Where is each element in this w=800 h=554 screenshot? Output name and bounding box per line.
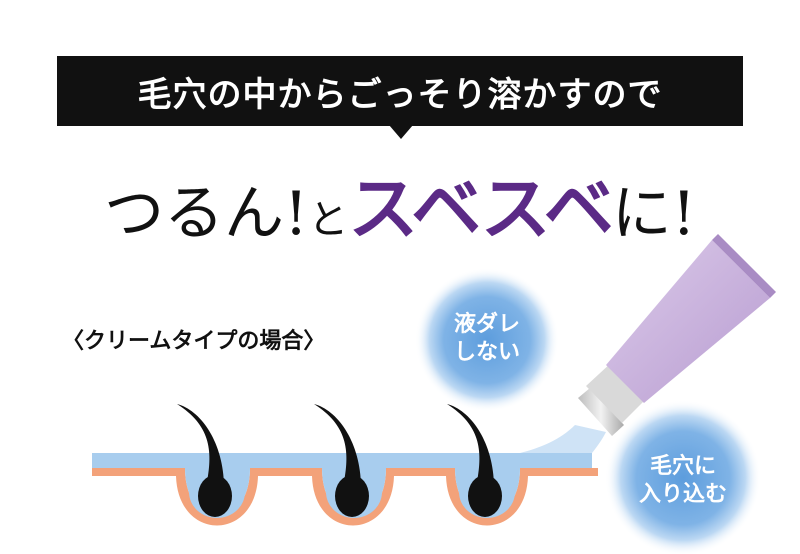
headline-part-ni: に! bbox=[611, 179, 696, 249]
banner-text: 毛穴の中からごっそり溶かすので bbox=[137, 74, 663, 115]
bubble-penetrates-line1: 毛穴に bbox=[649, 454, 716, 479]
skin-cross-section-illustration bbox=[92, 234, 776, 554]
bubble-no-drip bbox=[415, 268, 559, 412]
headline-part-to: と bbox=[308, 197, 349, 243]
hair-2 bbox=[314, 404, 369, 517]
headline-part-subesube: スベスベ bbox=[348, 168, 614, 250]
bubble-penetrates-label: 毛穴に 入り込む bbox=[628, 453, 738, 508]
bubble-no-drip-label: 液ダレ しない bbox=[432, 311, 542, 366]
hair-3 bbox=[447, 404, 502, 517]
main-headline: つるん! と スベスベ に! bbox=[0, 154, 800, 244]
cream-type-caption: 〈クリームタイプの場合〉 bbox=[62, 329, 326, 354]
hair-1 bbox=[177, 404, 232, 517]
cream-stream bbox=[520, 425, 606, 453]
cream-tube bbox=[578, 234, 776, 436]
bubble-penetrates-line2: 入り込む bbox=[638, 481, 727, 507]
bubble-no-drip-line1: 液ダレ bbox=[453, 312, 520, 337]
banner-pointer bbox=[389, 125, 413, 139]
headline-part-tsurun: つるん! bbox=[104, 179, 309, 249]
bubble-no-drip-line2: しない bbox=[453, 339, 520, 365]
headline-banner: 毛穴の中からごっそり溶かすので bbox=[57, 56, 743, 126]
bubble-penetrates-pores bbox=[605, 400, 761, 554]
